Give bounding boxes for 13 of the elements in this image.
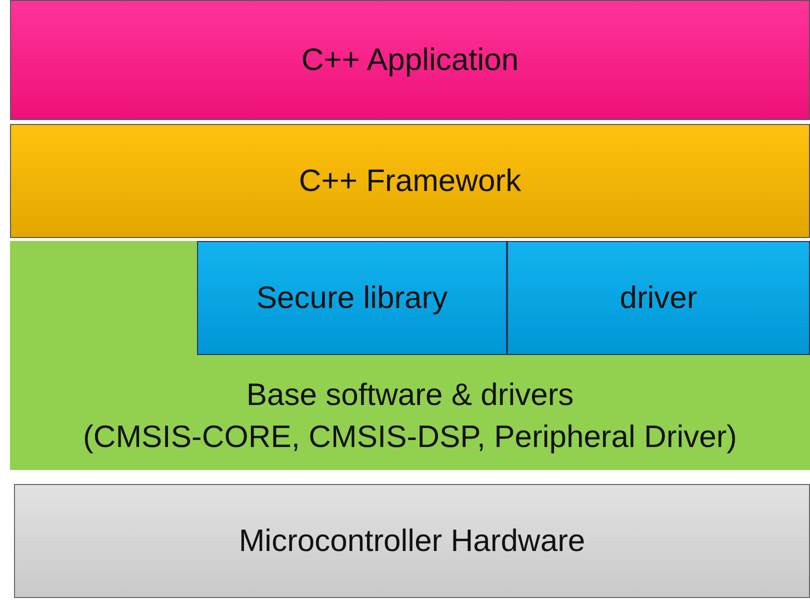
layer-box xyxy=(14,484,810,598)
layer-label: driver xyxy=(620,279,698,318)
layer-label: Microcontroller Hardware xyxy=(238,522,586,560)
layer-label: Secure library xyxy=(256,279,448,318)
layer-label: Base software & drivers xyxy=(246,376,574,414)
layer-box xyxy=(10,0,810,120)
layer-box xyxy=(10,241,810,470)
layer-label: C++ Application xyxy=(301,41,519,80)
layer-label: (CMSIS-CORE, CMSIS-DSP, Peripheral Driver) xyxy=(83,418,737,456)
layer-box xyxy=(10,124,810,238)
module-box xyxy=(197,241,507,355)
module-box xyxy=(507,241,810,355)
layer-label: C++ Framework xyxy=(298,162,522,200)
